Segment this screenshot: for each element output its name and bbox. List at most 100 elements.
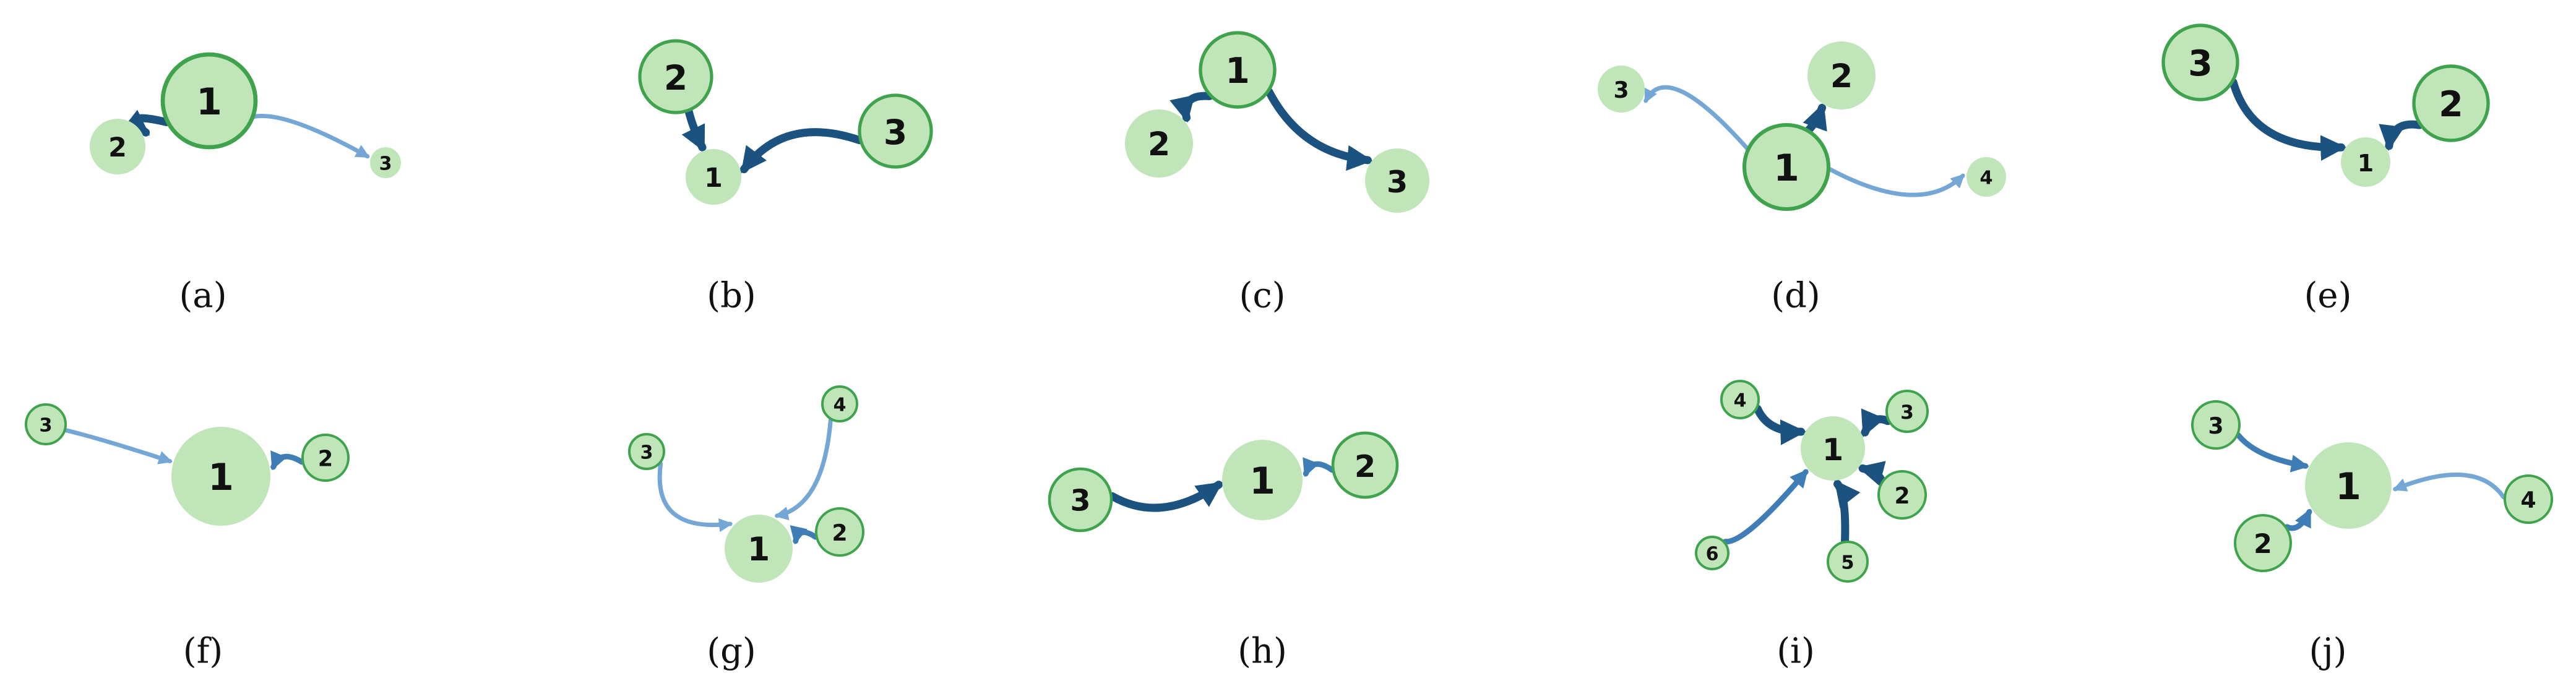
edge-3-to-1 — [657, 461, 733, 533]
node-1 — [725, 515, 793, 583]
node-label-1: 1 — [704, 163, 723, 194]
node-label-2: 2 — [1894, 483, 1910, 509]
node-2 — [1125, 109, 1193, 178]
node-2 — [301, 434, 350, 482]
node-label-4: 4 — [2520, 487, 2536, 513]
edge-3-to-1 — [64, 428, 173, 465]
panel-caption: (a) — [179, 276, 226, 316]
panel-e: 1 2 3 (e) — [2161, 24, 2490, 316]
panel-caption: (g) — [707, 632, 756, 672]
node-label-1: 1 — [2335, 465, 2361, 508]
node-3 — [2191, 400, 2241, 450]
edge-1-to-4 — [1827, 166, 1965, 197]
node-1 — [2305, 442, 2392, 529]
panel-c: 1 2 3 (c) — [1125, 31, 1429, 316]
node-label-3: 3 — [2208, 413, 2223, 439]
edge-1-to-3 — [1643, 85, 1750, 151]
panel-caption: (i) — [1777, 632, 1815, 672]
node-1 — [1801, 416, 1865, 481]
node-label-3: 3 — [2188, 43, 2213, 84]
node-label-4: 4 — [1979, 168, 1992, 189]
node-label-1: 1 — [2358, 150, 2374, 177]
node-label-3: 3 — [1387, 164, 1408, 200]
node-4 — [1720, 380, 1760, 419]
node-1 — [1222, 440, 1303, 520]
node-3 — [1885, 390, 1929, 433]
node-label-2: 2 — [1830, 58, 1853, 95]
node-label-3: 3 — [884, 113, 907, 152]
node-1 — [171, 427, 270, 526]
node-label-3: 3 — [640, 442, 653, 464]
node-label-2: 2 — [108, 132, 127, 163]
panel-a: 1 2 3 (a) — [90, 52, 401, 316]
node-label-1: 1 — [196, 80, 222, 124]
edge-1-to-3 — [1265, 87, 1373, 171]
node-label-2: 2 — [2254, 529, 2272, 560]
node-3 — [1365, 148, 1429, 213]
node-3 — [25, 403, 67, 445]
node-3 — [2161, 24, 2239, 101]
panel-caption: (e) — [2304, 276, 2352, 316]
edge-3-to-1 — [2235, 432, 2309, 473]
node-label-1: 1 — [1822, 432, 1843, 468]
edge-2-to-1 — [2284, 508, 2312, 531]
edge-1-to-2 — [1803, 103, 1827, 134]
edge-4-to-1 — [1753, 405, 1806, 445]
panel-caption: (f) — [183, 632, 223, 672]
node-2 — [1807, 41, 1876, 109]
node-label-1: 1 — [1225, 51, 1250, 92]
panel-caption: (b) — [707, 276, 756, 316]
panel-caption: (j) — [2309, 632, 2346, 672]
node-3 — [1598, 66, 1645, 113]
edge-4-to-1 — [774, 418, 833, 521]
edge-3-to-1 — [2229, 78, 2346, 161]
node-label-6: 6 — [1706, 544, 1719, 565]
node-3 — [370, 147, 401, 178]
panel-caption: (c) — [1239, 276, 1285, 316]
node-2 — [1877, 470, 1927, 520]
node-4 — [821, 385, 858, 422]
node-label-3: 3 — [379, 153, 392, 175]
panel-caption: (h) — [1238, 632, 1287, 672]
node-5 — [1827, 541, 1869, 583]
node-label-3: 3 — [1900, 401, 1914, 424]
panel-b: 123(b) — [638, 39, 933, 316]
edge-2-to-1 — [681, 107, 707, 152]
edge-4-to-1 — [2392, 472, 2506, 500]
node-label-2: 2 — [1148, 126, 1170, 163]
node-label-4: 4 — [834, 395, 846, 416]
node-1 — [1199, 31, 1277, 109]
node-label-3: 3 — [1613, 77, 1629, 103]
node-label-1: 1 — [1773, 147, 1799, 190]
edge-1-to-2 — [121, 109, 171, 137]
node-label-2: 2 — [318, 447, 333, 472]
edge-2-to-1 — [1858, 461, 1886, 486]
node-3 — [858, 93, 933, 169]
node-2 — [90, 119, 145, 174]
panel-j: 1 2 3 4 (j) — [2191, 400, 2553, 672]
edge-2-to-1 — [1303, 457, 1335, 478]
node-4 — [2504, 474, 2553, 524]
node-3 — [628, 433, 665, 470]
edge-6-to-1 — [1722, 469, 1809, 545]
edge-2-to-1 — [2379, 120, 2424, 152]
edge-2-to-1 — [270, 450, 305, 471]
node-label-1: 1 — [747, 531, 770, 568]
node-label-3: 3 — [1070, 484, 1090, 518]
edge-1-to-3 — [252, 113, 370, 159]
edge-2-to-1 — [790, 525, 819, 545]
node-1 — [160, 52, 258, 150]
edge-3-to-1 — [1861, 408, 1892, 437]
node-2 — [638, 39, 713, 114]
edge-5-to-1 — [1833, 479, 1861, 545]
node-label-5: 5 — [1841, 552, 1854, 574]
node-label-2: 2 — [2439, 84, 2463, 125]
node-label-2: 2 — [1355, 448, 1376, 484]
node-2 — [2412, 64, 2490, 142]
